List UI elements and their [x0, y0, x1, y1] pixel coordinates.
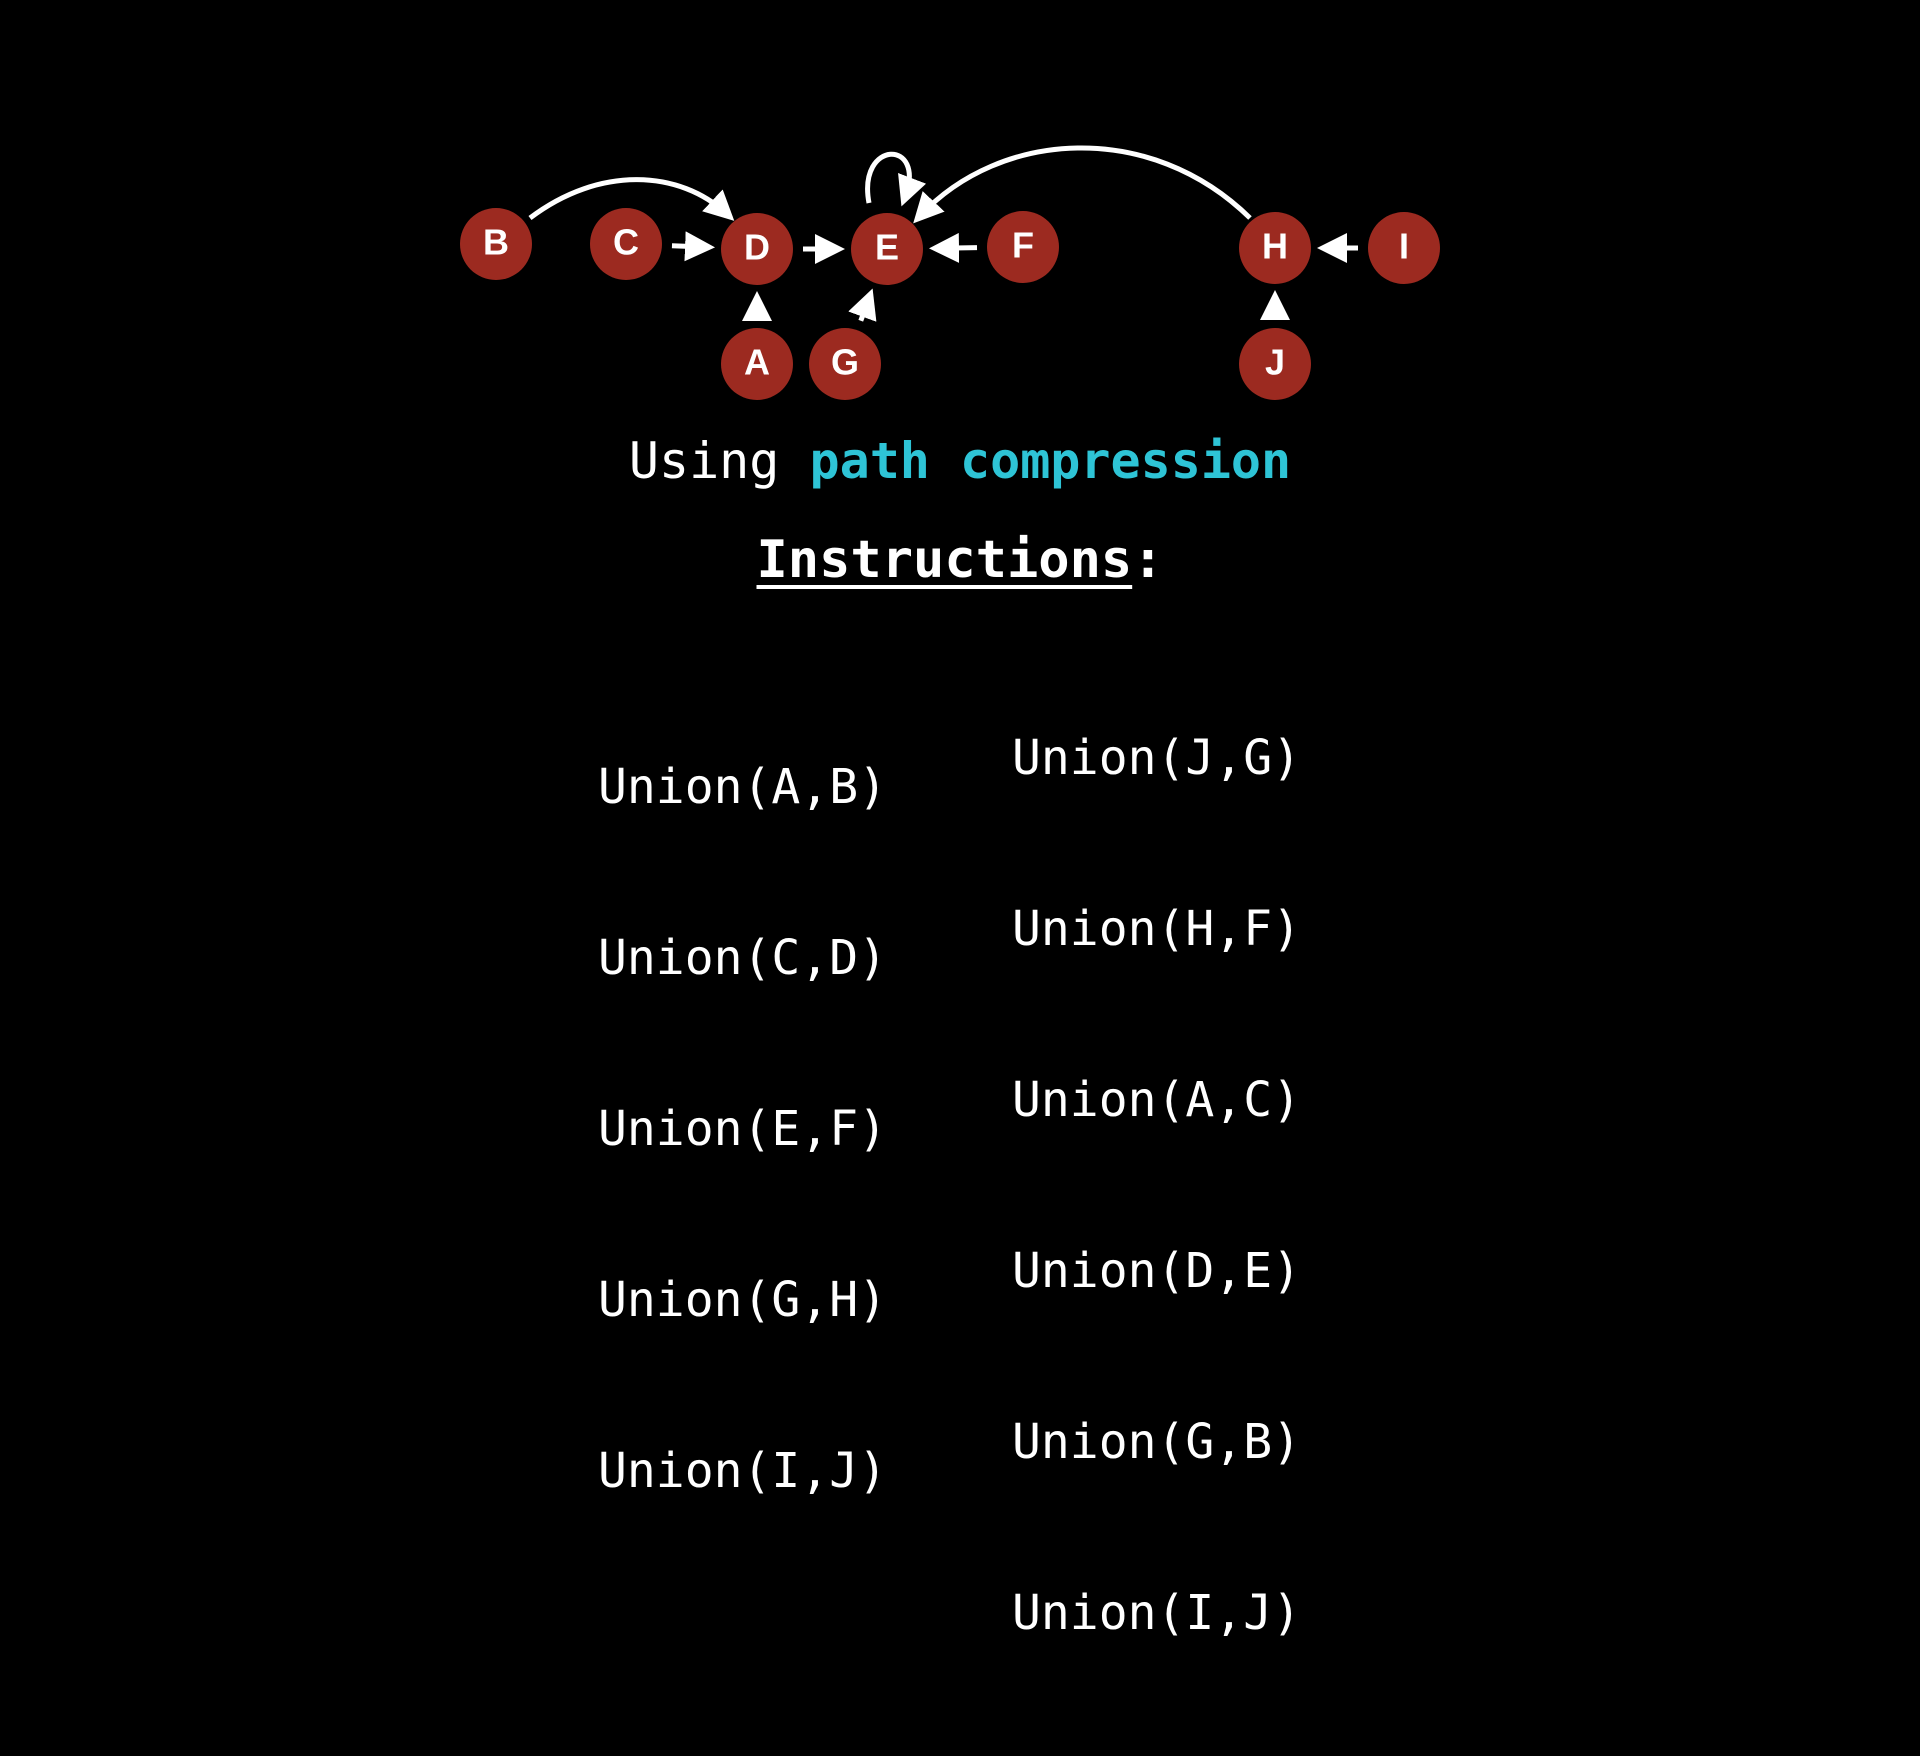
instruction-line: Union(I,J) — [1012, 1585, 1301, 1641]
node-c: C — [590, 208, 662, 280]
edge-b-to-d — [528, 177, 735, 221]
node-e: E — [851, 213, 923, 285]
instructions-heading-word: Instructions — [756, 530, 1133, 590]
node-j: J — [1239, 328, 1311, 400]
node-f: F — [987, 211, 1059, 283]
node-b: B — [460, 208, 532, 280]
instruction-line: Union(J,G) — [1012, 730, 1301, 786]
edge-h-to-e — [913, 145, 1252, 224]
node-circle — [809, 328, 881, 400]
edge-c-to-d — [671, 231, 716, 262]
node-label: I — [1399, 226, 1409, 267]
node-circle — [590, 208, 662, 280]
node-label: E — [875, 227, 899, 268]
node-i: I — [1368, 212, 1440, 284]
subtitle-highlight: path compression — [809, 432, 1292, 490]
node-label: C — [613, 222, 639, 263]
node-a: A — [721, 328, 793, 400]
edge-f-to-e — [928, 232, 978, 263]
node-label: D — [744, 227, 770, 268]
node-label: A — [744, 342, 770, 383]
instruction-line: Union(G,B) — [1012, 1414, 1301, 1470]
edge-e-to-e — [865, 151, 927, 207]
node-d: D — [721, 213, 793, 285]
instruction-line: Union(D,E) — [1012, 1243, 1301, 1299]
instruction-line: Union(H,F) — [1012, 901, 1301, 957]
node-circle — [460, 208, 532, 280]
node-label: H — [1262, 226, 1288, 267]
node-h: H — [1239, 212, 1311, 284]
instructions-right-column: Union(J,G) Union(H,F) Union(A,C) Union(D… — [1012, 616, 1301, 1756]
node-label: B — [483, 222, 509, 263]
instructions-left-column: Union(A,B) Union(C,D) Union(E,F) Union(G… — [598, 645, 887, 1614]
node-circle — [721, 328, 793, 400]
node-circle — [721, 213, 793, 285]
instructions-heading-colon: : — [1132, 530, 1164, 590]
node-g: G — [809, 328, 881, 400]
node-circle — [851, 213, 923, 285]
node-label: G — [831, 342, 859, 383]
node-circle — [1239, 328, 1311, 400]
node-circle — [987, 211, 1059, 283]
instruction-line: Union(C,D) — [598, 930, 887, 986]
subtitle: Using path compression — [0, 432, 1920, 490]
node-label: J — [1265, 342, 1285, 383]
subtitle-prefix: Using — [628, 432, 810, 490]
instructions-heading: Instructions: — [0, 530, 1920, 590]
node-label: F — [1012, 225, 1034, 266]
slide: B C D E F H I A G J Using path compression Instru… — [0, 145, 1920, 1641]
nodes: B C D E F H I A G J — [460, 208, 1440, 400]
node-circle — [1239, 212, 1311, 284]
edges — [528, 145, 1358, 322]
instruction-line: Union(A,B) — [598, 759, 887, 815]
instruction-line: Union(E,F) — [598, 1101, 887, 1157]
instruction-line: Union(G,H) — [598, 1272, 887, 1328]
instruction-line: Union(I,J) — [598, 1443, 887, 1499]
instruction-line: Union(A,C) — [1012, 1072, 1301, 1128]
node-circle — [1368, 212, 1440, 284]
edge-g-to-e — [848, 288, 877, 322]
union-find-graph: B C D E F H I A G J — [460, 145, 1440, 400]
